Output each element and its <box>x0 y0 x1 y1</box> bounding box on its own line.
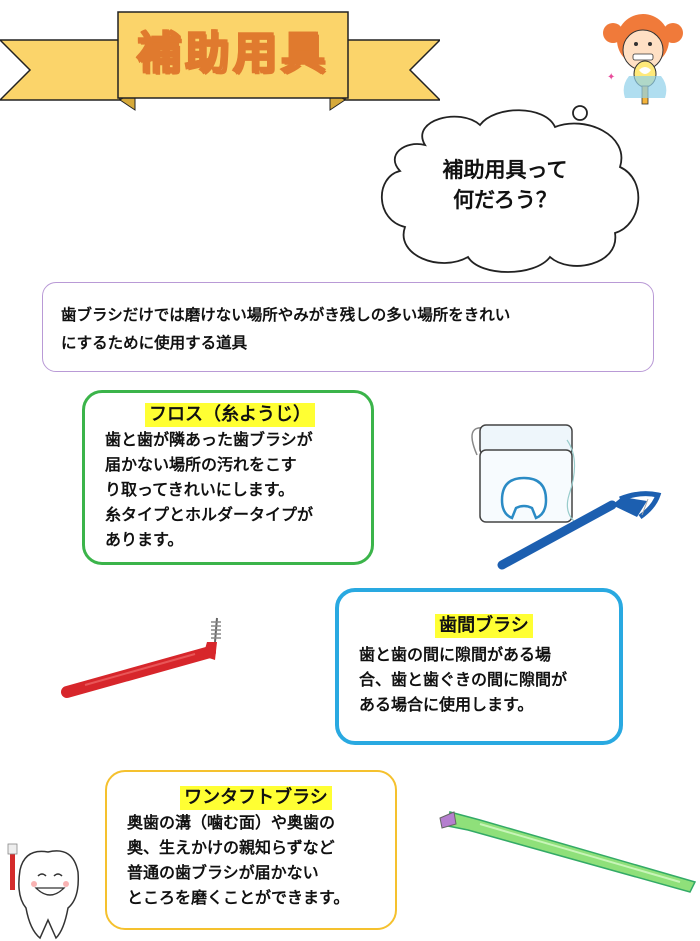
tuft-description: 奥歯の溝（噛む面）や奥歯の 奥、生えかけの親知らずなど 普通の歯ブラシが届かない… <box>127 810 385 910</box>
definition-line-2: にするために使用する道具 <box>61 334 248 352</box>
interdental-line: 合、歯と歯ぐきの間に隙間が <box>359 670 568 689</box>
floss-description: 歯と歯が隣あった歯ブラシが 届かない場所の汚れをこす り取ってきれいにします。 … <box>105 427 355 552</box>
tuft-line: 奥歯の溝（噛む面）や奥歯の <box>127 813 336 832</box>
girl-with-mirror-icon: ✦ <box>603 14 683 105</box>
tuft-line: ところを磨くことができます。 <box>127 888 350 907</box>
floss-line: 歯と歯が隣あった歯ブラシが <box>105 430 313 449</box>
definition-box: 歯ブラシだけでは磨けない場所やみがき残しの多い場所をきれい にするために使用する… <box>42 282 654 372</box>
floss-card: フロス（糸ようじ） 歯と歯が隣あった歯ブラシが 届かない場所の汚れをこす り取っ… <box>82 390 374 565</box>
floss-title: フロス（糸ようじ） <box>145 403 315 427</box>
single-tuft-brush-card: ワンタフトブラシ 奥歯の溝（噛む面）や奥歯の 奥、生えかけの親知らずなど 普通の… <box>105 770 397 930</box>
tooth-mascot-icon <box>7 843 80 940</box>
page-title: 補助用具 <box>136 27 329 80</box>
tuft-line: 奥、生えかけの親知らずなど <box>127 838 335 857</box>
definition-line-1: 歯ブラシだけでは磨けない場所やみがき残しの多い場所をきれい <box>61 306 511 324</box>
floss-line: り取ってきれいにします。 <box>105 480 295 499</box>
floss-line: あります。 <box>105 530 184 549</box>
interdental-brush-card: 歯間ブラシ 歯と歯の間に隙間がある場 合、歯と歯ぐきの間に隙間が ある場合に使用… <box>335 588 623 745</box>
tuft-title: ワンタフトブラシ <box>180 786 332 810</box>
interdental-line: ある場合に使用します。 <box>359 695 534 714</box>
interdental-brush-icon <box>61 617 221 698</box>
floss-line: 糸タイプとホルダータイプが <box>105 505 314 524</box>
interdental-title: 歯間ブラシ <box>435 614 533 638</box>
thought-bubble-text: 補助用具って 何だろう？ <box>405 155 605 215</box>
floss-icon <box>471 424 662 570</box>
thought-line-2: 何だろう？ <box>453 188 557 212</box>
interdental-line: 歯と歯の間に隙間がある場 <box>359 645 552 664</box>
thought-line-1: 補助用具って <box>442 158 568 182</box>
ribbon-banner <box>0 11 440 111</box>
interdental-description: 歯と歯の間に隙間がある場 合、歯と歯ぐきの間に隙間が ある場合に使用します。 <box>359 642 609 717</box>
tuft-line: 普通の歯ブラシが届かない <box>127 863 319 882</box>
svg-text:✦: ✦ <box>607 72 615 83</box>
single-tuft-brush-icon <box>439 811 697 893</box>
floss-line: 届かない場所の汚れをこす <box>105 455 297 474</box>
thought-cloud <box>380 105 640 273</box>
